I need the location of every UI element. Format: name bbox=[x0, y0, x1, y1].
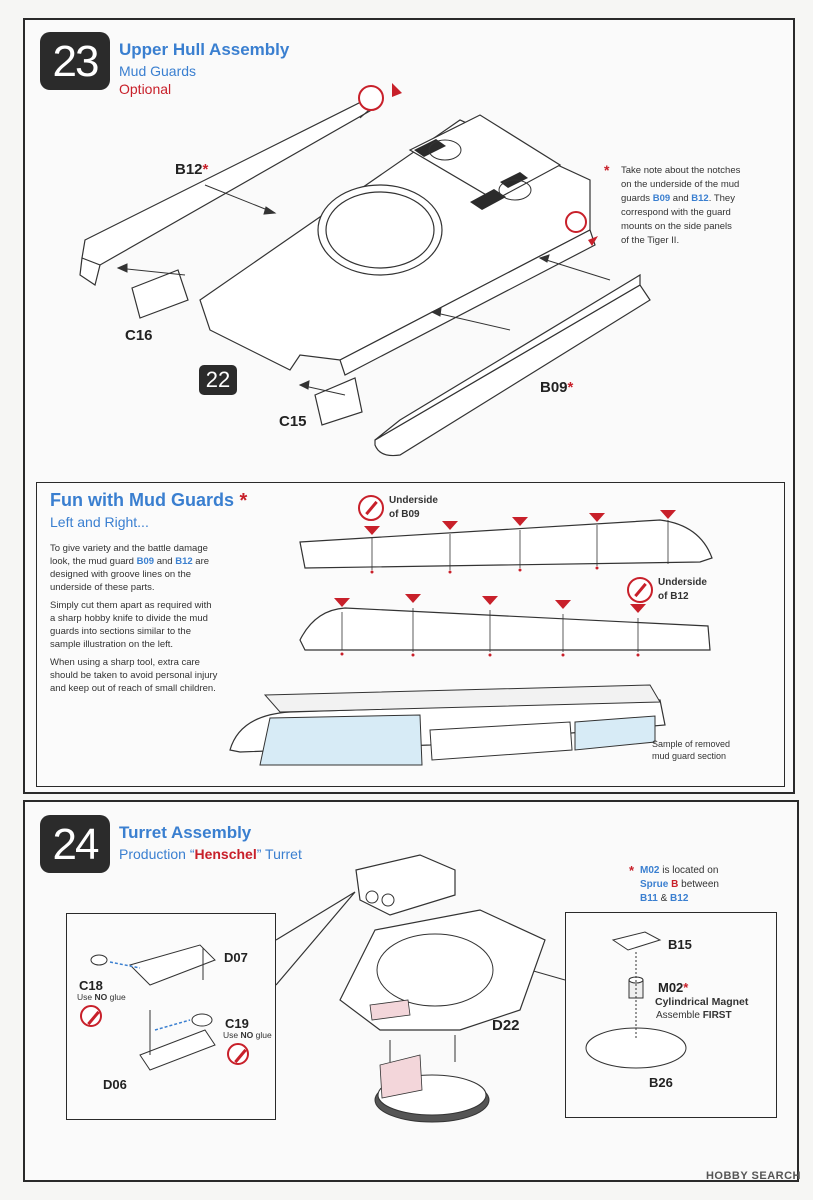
no-glue-icon bbox=[227, 1043, 249, 1065]
magnet-detail-box bbox=[565, 912, 777, 1118]
part-label-d22: D22 bbox=[492, 1017, 520, 1034]
step-ref-22: 22 bbox=[199, 365, 237, 395]
part-label-b26: B26 bbox=[649, 1075, 673, 1090]
part-label-c16: C16 bbox=[125, 327, 153, 344]
mud-guard-underside-illustration bbox=[229, 510, 713, 766]
part-label-m02: M02* bbox=[658, 980, 689, 995]
m02-location-note: * M02 is located on Sprue B between B11 … bbox=[629, 863, 719, 905]
step-number-24: 24 bbox=[40, 815, 110, 873]
fun-title: Fun with Mud Guards * bbox=[50, 490, 248, 512]
no-glue-icon bbox=[80, 1005, 102, 1027]
step-number-23: 23 bbox=[40, 32, 110, 90]
part-label-d06: D06 bbox=[103, 1077, 127, 1092]
knife-warning-icon bbox=[627, 577, 653, 603]
step-23-optional: Optional bbox=[119, 81, 172, 97]
fun-body-text: To give variety and the battle damage lo… bbox=[50, 543, 218, 694]
fun-subtitle: Left and Right... bbox=[50, 514, 149, 530]
step-24-title: Turret Assembly bbox=[119, 823, 252, 842]
knife-warning-icon bbox=[358, 495, 384, 521]
part-label-c18: C18 bbox=[79, 978, 103, 993]
c18-no-glue-note: Use NO glue bbox=[77, 992, 126, 1002]
part-label-d07: D07 bbox=[224, 950, 248, 965]
part-label-b09: B09* bbox=[540, 379, 574, 396]
part-label-c19: C19 bbox=[225, 1016, 249, 1031]
step-23-title: Upper Hull Assembly bbox=[119, 40, 290, 59]
step-24-subtitle: Production “Henschel” Turret bbox=[119, 846, 302, 862]
step-23-subtitle: Mud Guards bbox=[119, 63, 197, 79]
step-23-note: * Take note about the notches on the und… bbox=[604, 162, 741, 246]
magnet-name: Cylindrical Magnet bbox=[655, 996, 749, 1008]
part-label-c15: C15 bbox=[279, 413, 307, 430]
part-label-b12: B12* bbox=[175, 161, 209, 178]
part-label-b15: B15 bbox=[668, 937, 692, 952]
turret-illustration bbox=[90, 854, 687, 1123]
c19-no-glue-note: Use NO glue bbox=[223, 1030, 272, 1040]
footer-watermark: HOBBY SEARCH bbox=[705, 1170, 801, 1182]
assemble-first-note: Assemble FIRST bbox=[656, 1010, 732, 1021]
upper-hull-illustration bbox=[79, 83, 651, 457]
